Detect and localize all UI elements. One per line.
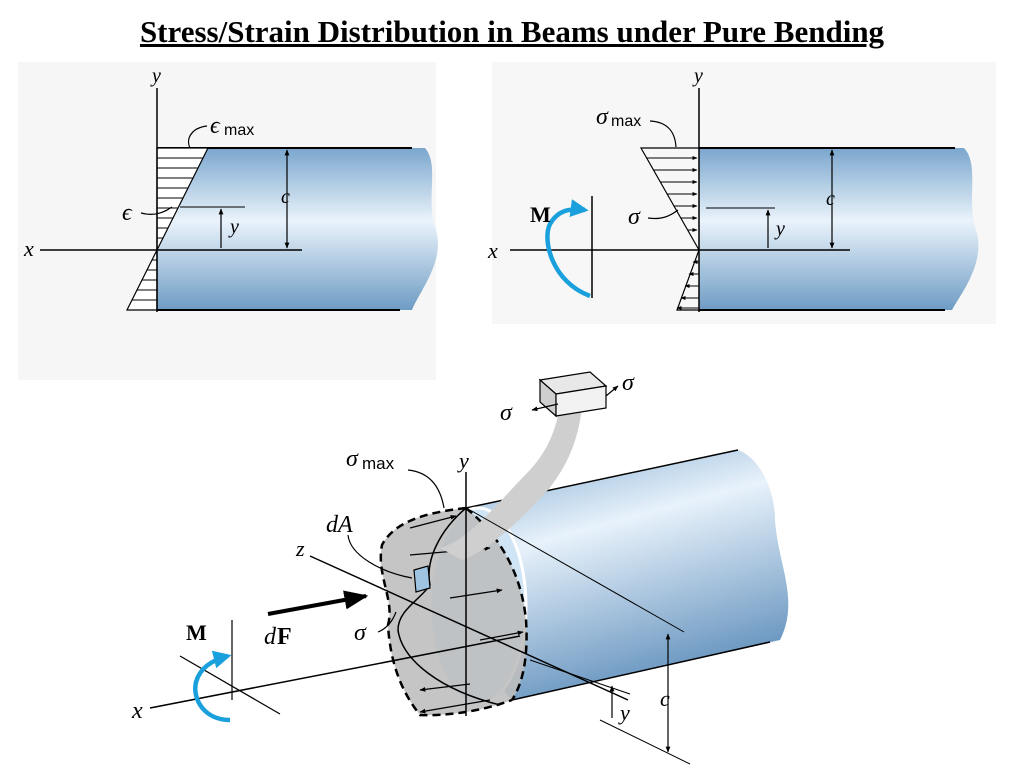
- force-F-label: F: [277, 624, 292, 650]
- cylinder-x-axis: [149, 635, 521, 709]
- strain-epsmax-symbol: ϵ: [210, 113, 221, 139]
- cylinder-c-label: c: [660, 686, 670, 711]
- cylinder-y-level-line: [529, 659, 631, 695]
- strain-c-label: c: [281, 186, 290, 208]
- stress-c-label: c: [826, 188, 835, 210]
- stress-sigmamax-sub: max: [611, 113, 641, 130]
- cylinder-y-axis-label: y: [457, 448, 469, 473]
- stress-tension-arrows: [676, 260, 699, 310]
- strain-eps-symbol: ϵ: [122, 200, 133, 226]
- cylinder-section-line-diagonal: [179, 655, 281, 715]
- stress-element-cube: [531, 371, 619, 418]
- cube-sigma-right-label: σ: [622, 370, 635, 396]
- element-zoom-band: [440, 405, 582, 560]
- section-neutral-curve: [397, 507, 501, 706]
- cylinder-c-extension-top: [469, 509, 685, 633]
- cylinder-y-dim-label: y: [618, 700, 630, 725]
- cylinder-panel: σ σ σ max y dA z M d F σ x y c: [131, 370, 789, 765]
- cylinder-x-axis-label: x: [131, 698, 143, 724]
- stress-compression-arrows: [647, 156, 698, 232]
- cylinder-dA-label: dA: [326, 512, 353, 538]
- stress-y-dim-label: y: [774, 218, 785, 240]
- cylinder-body: [466, 450, 789, 700]
- strain-panel: y x ϵ max ϵ c y: [18, 62, 438, 380]
- page-title: Stress/Strain Distribution in Beams unde…: [139, 14, 885, 49]
- strain-y-dim-label: y: [228, 216, 239, 238]
- cylinder-c-extension-bottom: [599, 719, 691, 765]
- strain-epsmax-leader: [187, 125, 208, 149]
- cylinder-sigma-symbol: σ: [354, 620, 367, 646]
- cylinder-z-axis: [309, 555, 629, 701]
- strain-x-axis-label: x: [23, 236, 34, 261]
- cylinder-moment-arrow: [193, 650, 232, 723]
- stress-x-axis-label: x: [487, 238, 498, 263]
- strain-hatch-lines: [132, 157, 203, 301]
- stress-sigmamax-leader: [649, 120, 677, 148]
- stress-beam: [699, 148, 979, 310]
- stress-sigmamax-symbol: σ: [596, 104, 609, 130]
- cylinder-sigmamax-sub: max: [362, 454, 395, 473]
- stress-moment-arrow: [545, 199, 591, 299]
- strain-epsmax-sub: max: [224, 122, 254, 139]
- stress-sigma-symbol: σ: [628, 204, 641, 230]
- cylinder-moment-label: M: [186, 620, 207, 645]
- cylinder-sigmamax-symbol: σ: [346, 446, 359, 472]
- strain-beam: [157, 148, 438, 310]
- cylinder-sigma-leader: [377, 611, 397, 633]
- strain-eps-leader: [140, 206, 173, 216]
- strain-y-axis-label: y: [150, 65, 161, 87]
- stress-y-axis-label: y: [692, 65, 703, 87]
- cylinder-dA-leader: [347, 534, 413, 579]
- cylinder-z-axis-label: z: [295, 536, 305, 561]
- cylinder-sigmamax-leader: [407, 469, 445, 509]
- force-dF-arrow: [267, 590, 369, 616]
- stress-moment-label: M: [530, 202, 551, 227]
- stress-sigma-leader: [647, 209, 679, 220]
- force-d-label: d: [264, 624, 277, 650]
- stress-panel: y x σ max σ M c y: [487, 62, 996, 324]
- cube-sigma-left-label: σ: [500, 400, 513, 426]
- cylinder-bottom-edge: [511, 641, 771, 701]
- area-element-dA: [413, 565, 431, 593]
